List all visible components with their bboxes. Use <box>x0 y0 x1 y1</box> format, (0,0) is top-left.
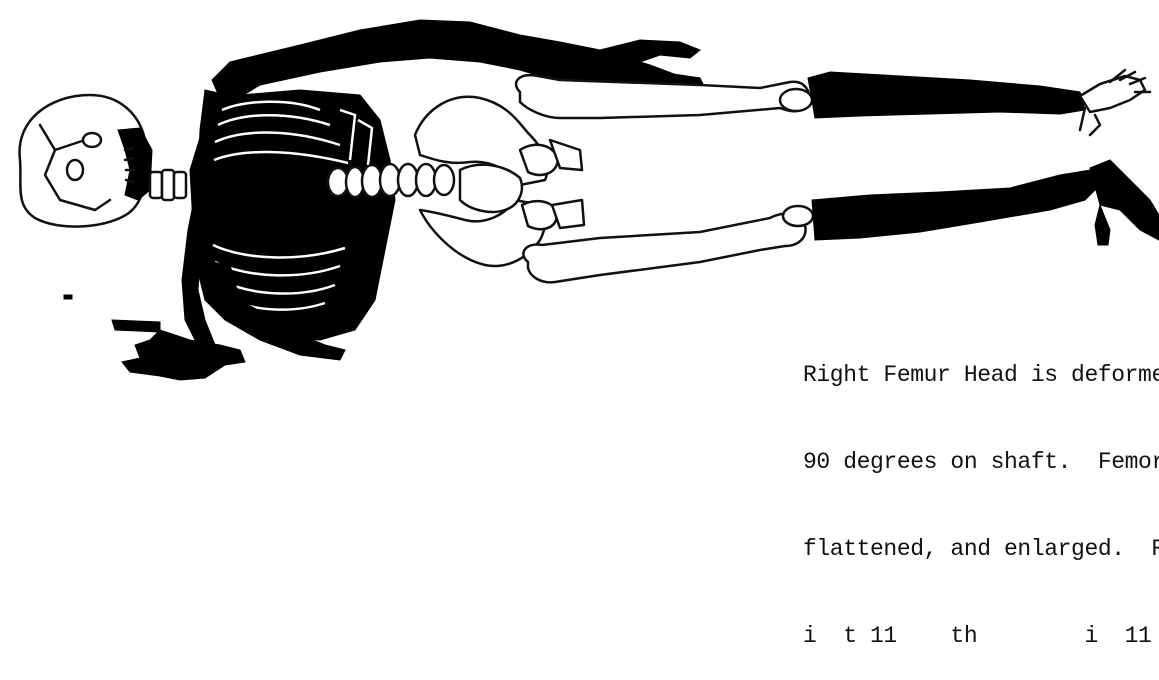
pubis <box>550 140 584 228</box>
caption-line-2: 90 degrees on shaft. Femoral <box>803 448 1159 477</box>
lower-hand <box>112 320 245 380</box>
lower-lower-leg <box>812 170 1100 240</box>
cervical-vertebra-1 <box>150 172 162 198</box>
caption-line-1: Right Femur Head is deformed. <box>803 361 1159 390</box>
cervical-vertebra-2 <box>162 170 174 200</box>
upper-patella <box>780 89 812 111</box>
caption-line-4: i t 11 th i 11 t <box>803 622 1159 651</box>
stray-mark <box>64 295 72 299</box>
lower-toes <box>1095 205 1110 245</box>
lower-patella <box>783 206 813 226</box>
sacrum <box>460 165 522 212</box>
cervical-vertebra-3 <box>174 172 186 198</box>
diagnosis-caption: Right Femur Head is deformed. 90 degrees… <box>803 303 1159 680</box>
caption-line-3: flattened, and enlarged. Righ <box>803 535 1159 564</box>
left-eye-socket <box>83 133 101 147</box>
right-eye-socket <box>67 160 83 180</box>
skeleton-diagram: Right Femur Head is deformed. 90 degrees… <box>0 0 1159 389</box>
upper-lower-leg <box>808 72 1085 118</box>
